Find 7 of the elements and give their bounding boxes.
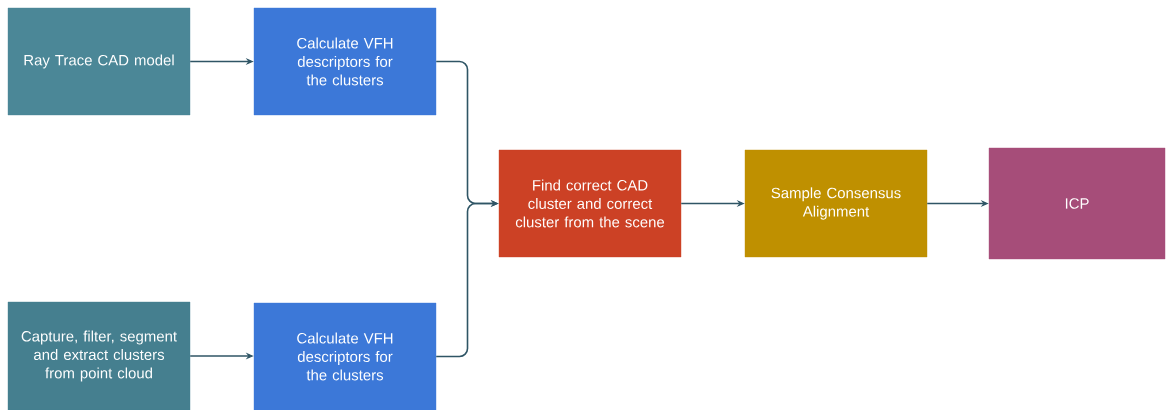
process-box: Find correct CAD cluster and correct cluster from the scene xyxy=(498,149,682,258)
process-box: ICP xyxy=(988,147,1166,260)
process-box: Calculate VFH descriptors for the clusters xyxy=(253,302,437,410)
process-box: Sample Consensus Alignment xyxy=(744,149,928,258)
process-box: Calculate VFH descriptors for the clusters xyxy=(253,7,437,116)
process-box: Capture, filter, segment and extract clusters from point cloud xyxy=(7,301,191,410)
process-box: Ray Trace CAD model xyxy=(7,7,191,116)
